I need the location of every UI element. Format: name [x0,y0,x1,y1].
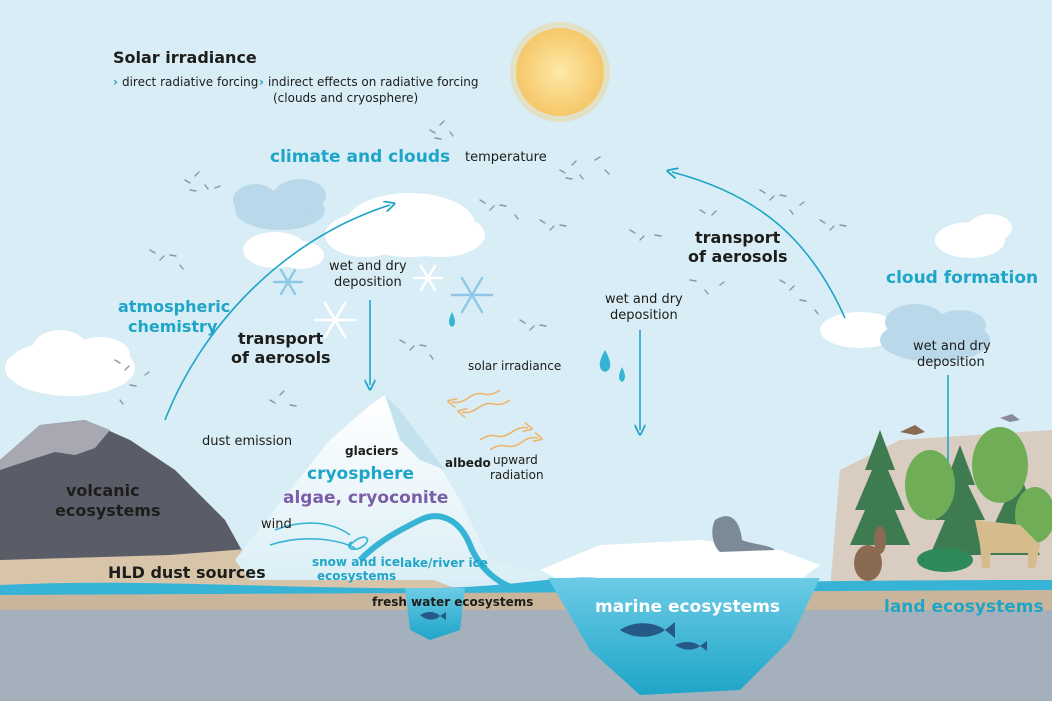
raindrop-icon [599,350,611,372]
solar-irradiance-title: Solar irradiance [113,48,257,67]
label-marine: marine ecosystems [595,597,781,617]
label-wet-dry-2b: deposition [610,308,678,323]
label-wet-dry-1a: wet and dry [329,259,407,274]
transport-arrow-left [164,205,390,421]
snowflake-icon [450,276,494,314]
label-temperature: temperature [465,150,547,165]
cloud-small [243,232,324,269]
indirect-effects-line2: (clouds and cryosphere) [273,91,419,105]
label-atmospheric-2: chemistry [128,317,218,336]
label-wet-dry-2a: wet and dry [605,292,683,307]
label-transport-left-1: transport [238,329,324,348]
raindrop-icons [449,312,625,382]
label-volcanic-2: ecosystems [55,501,161,520]
snowflake-icons [313,264,444,339]
cloud-right [820,214,1012,348]
label-climate-clouds: climate and clouds [270,147,451,167]
lynx-icon [975,520,1040,568]
label-snow-ice-1: snow and ice [312,555,400,569]
label-wet-dry-3b: deposition [917,355,985,370]
moss-icon [917,548,973,572]
cloud-left [5,330,135,396]
label-transport-left-2: of aerosols [231,348,331,367]
label-glaciers: glaciers [345,444,399,458]
ice-chunks [610,548,692,575]
indirect-effects: ›indirect effects on radiative forcing [259,75,479,89]
glacier-mountain [235,395,560,593]
label-volcanic-1: volcanic [66,481,140,500]
hare-icon [854,526,886,581]
bedrock [0,600,1052,701]
cloud-blue-right [880,304,990,362]
label-cryosphere: cryosphere [307,464,415,484]
raindrop-icon [619,367,625,382]
chevron-right-icon: › [113,75,118,89]
raindrop-icon [449,312,455,327]
snowflake-icon [313,301,357,339]
label-solar-irradiance-small: solar irradiance [468,359,562,373]
label-hld-dust: HLD dust sources [108,563,266,582]
bushes-icon [905,427,1052,543]
aerosol-particles [114,120,847,407]
label-cloud-formation: cloud formation [886,268,1039,288]
fish-icons [420,612,707,651]
transport-arrow-right [672,172,846,319]
snowflake-icon [412,264,444,292]
label-transport-right-2: of aerosols [688,247,788,266]
chevron-right-icon: › [259,75,264,89]
label-snow-ice-2: ecosystems [317,569,397,583]
cloud-blue-left [233,179,326,230]
label-lake-river-ice: lake/river ice [400,556,488,570]
direct-radiative-forcing: ›direct radiative forcing [113,75,259,89]
volcanic-mountain [0,420,250,565]
clouds-blue [233,179,990,362]
label-land: land ecosystems [884,597,1044,617]
label-wet-dry-3a: wet and dry [913,339,991,354]
label-albedo: albedo [445,456,491,470]
clouds [5,193,1012,396]
label-algae: algae, cryoconite [283,488,449,508]
seal-icon [712,516,775,552]
wind-icon [269,522,369,550]
label-wet-dry-1b: deposition [334,275,402,290]
radiation-arrows [452,389,538,451]
label-atmospheric-1: atmospheric [118,297,231,316]
bird-icon [900,414,1020,435]
label-transport-right-1: transport [695,228,781,247]
snowflake-icon [272,268,304,296]
label-fresh-water: fresh water ecosystems [372,595,534,609]
snowflake-blue-icons [272,268,494,314]
label-upward-1: upward [493,453,538,467]
sun-icon [510,22,610,122]
label-dust-emission: dust emission [202,434,293,449]
label-wind: wind [261,517,292,532]
marine-basin [548,578,820,695]
label-upward-2: radiation [490,468,544,482]
